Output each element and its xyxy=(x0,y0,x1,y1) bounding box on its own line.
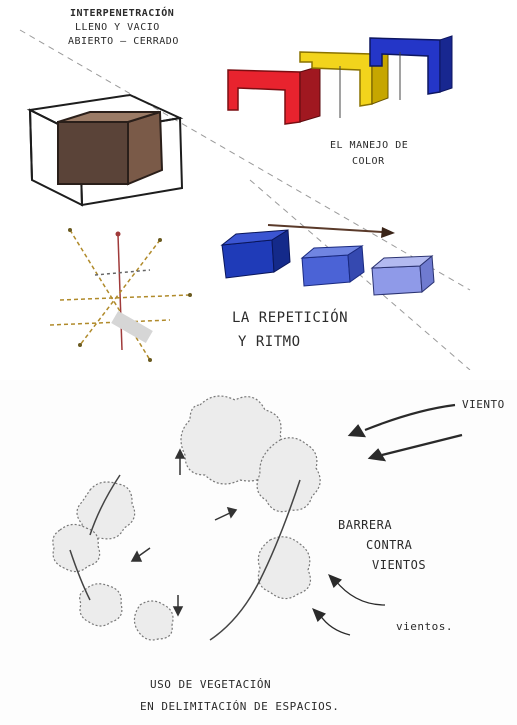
wind-arrows xyxy=(312,403,463,636)
design-principles-sketch: INTERPENETRACIÓN LLENO Y VACIO ABIERTO –… xyxy=(19,8,471,370)
caption-line2: EN DELIMITACIÓN DE ESPACIOS. xyxy=(140,700,340,713)
block-medium xyxy=(300,245,365,287)
branch-lines xyxy=(69,474,301,641)
repetition-note-line1: LA REPETICIÓN xyxy=(232,310,349,326)
interpenetration-subtitle-2: ABIERTO – CERRADO xyxy=(68,36,179,47)
repetition-note-line2: Y RITMO xyxy=(238,334,301,350)
blue-frame xyxy=(369,35,453,100)
repeated-blocks xyxy=(220,229,435,296)
interpenetration-subtitle: LLENO Y VACIO xyxy=(75,22,160,33)
barrier-label-line1: BARRERA xyxy=(338,518,393,532)
caption-line1: USO DE VEGETACIÓN xyxy=(150,678,272,691)
color-note-line1: EL MANEJO DE xyxy=(330,140,409,151)
vegetation-drawing xyxy=(52,395,463,641)
axis-sketch xyxy=(49,228,192,362)
open-closed-cube xyxy=(26,93,184,207)
block-dark xyxy=(220,229,291,279)
sketch-drawing xyxy=(19,29,471,370)
barrier-label-line2: CONTRA xyxy=(366,538,413,552)
interpenetration-title: INTERPENETRACIÓN xyxy=(70,8,175,19)
color-note-line2: COLOR xyxy=(352,156,385,167)
wind-label-bottom: vientos. xyxy=(396,620,453,633)
diagonal-guide-line xyxy=(19,29,471,291)
block-light xyxy=(370,254,435,296)
tree-cluster xyxy=(52,395,321,641)
red-frame xyxy=(227,65,321,125)
vegetation-sketch: VIENTO BARRERA CONTRA VIENTOS vientos. U… xyxy=(0,380,517,725)
wind-label-top: VIENTO xyxy=(462,398,505,411)
rhythm-arrow xyxy=(267,224,395,238)
color-frames xyxy=(227,35,453,125)
barrier-label-line3: VIENTOS xyxy=(372,558,427,572)
direction-arrows xyxy=(130,448,238,617)
